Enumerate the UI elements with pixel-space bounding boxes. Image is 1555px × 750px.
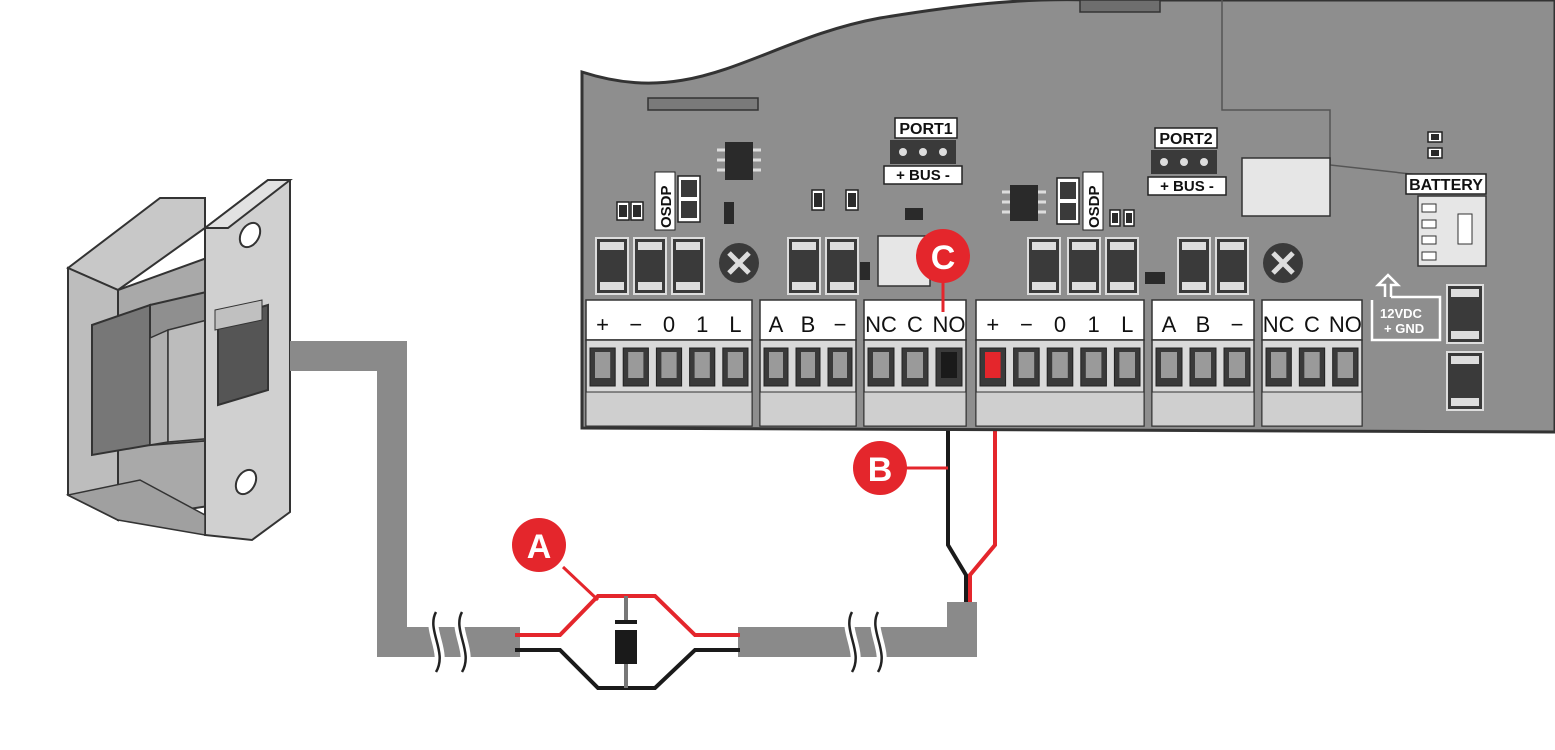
port2-connector: PORT2 + BUS - [1147, 127, 1227, 196]
terminal-label: − [629, 312, 642, 337]
callout-b-label: B [868, 451, 893, 489]
terminal-label: B [1196, 312, 1211, 337]
callout-a-label: A [527, 528, 552, 566]
smd-chip [1067, 237, 1101, 295]
terminal-label: A [769, 312, 784, 337]
port1-label: PORT1 [899, 121, 952, 138]
port1-bus-label: + BUS - [896, 167, 950, 184]
terminal-label: C [907, 312, 923, 337]
terminal-label: − [1020, 312, 1033, 337]
lock-cable [290, 341, 977, 657]
smd-chip [1105, 237, 1139, 295]
battery-label: BATTERY [1409, 177, 1483, 194]
port1-connector: PORT1 + BUS - [883, 117, 963, 185]
diode-icon [615, 620, 637, 664]
smd-chip [1177, 237, 1211, 295]
terminal-label: 1 [1087, 312, 1099, 337]
port2-bus-label: + BUS - [1160, 178, 1214, 195]
potentiometer-1 [719, 243, 759, 283]
smd-components [595, 237, 1249, 295]
controller-board: OSDP OSDP PORT1 + BUS - PORT2 + BUS - [580, 0, 1555, 434]
terminal-label: − [834, 312, 847, 337]
osdp-label-1: OSDP [658, 185, 675, 228]
terminal-group-3: NC C NO [863, 299, 967, 427]
lock-wires [946, 370, 997, 602]
callout-c: C [916, 229, 970, 312]
terminal-label: NO [933, 312, 966, 337]
smd-chip [633, 237, 667, 295]
smd-chip [787, 237, 821, 295]
smd-chip [595, 237, 629, 295]
terminal-label: L [729, 312, 741, 337]
cable-break-marks [428, 609, 887, 675]
terminal-label: A [1162, 312, 1177, 337]
smd-chip [1027, 237, 1061, 295]
smd-chip [825, 237, 859, 295]
callout-a: A [512, 518, 600, 602]
terminal-label: − [1231, 312, 1244, 337]
potentiometer-2 [1263, 243, 1303, 283]
terminal-label: C [1304, 312, 1320, 337]
power-label-gnd: + GND [1384, 321, 1424, 336]
terminal-label: NO [1329, 312, 1362, 337]
terminal-label: 0 [663, 312, 675, 337]
terminal-label: NC [865, 312, 897, 337]
callout-b: B [853, 441, 948, 495]
terminal-label: + [986, 312, 999, 337]
diode-assembly [515, 594, 740, 690]
terminal-label: B [801, 312, 816, 337]
power-label-12vdc: 12VDC [1380, 306, 1423, 321]
osdp-label-2: OSDP [1086, 185, 1103, 228]
smd-chip [671, 237, 705, 295]
callout-c-label: C [931, 239, 956, 277]
port2-label: PORT2 [1159, 131, 1212, 148]
electric-strike [65, 179, 293, 542]
terminal-label: L [1121, 312, 1133, 337]
terminal-label: NC [1263, 312, 1295, 337]
terminal-label: + [596, 312, 609, 337]
power-input-icon [1370, 273, 1442, 342]
terminal-group-6: NC C NO [1261, 299, 1363, 427]
battery-connector: BATTERY [1405, 173, 1487, 267]
smd-chip [1215, 237, 1249, 295]
terminal-label: 0 [1054, 312, 1066, 337]
terminal-label: 1 [696, 312, 708, 337]
